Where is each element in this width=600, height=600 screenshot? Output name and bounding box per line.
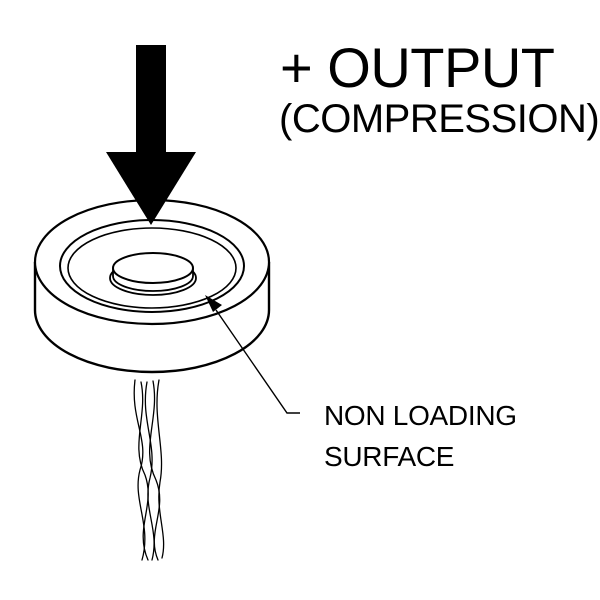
load-cell-icon [33, 198, 271, 374]
leader-arrow-icon [205, 295, 300, 414]
arrow-down-icon [106, 45, 196, 225]
twisted-wires-icon [133, 379, 165, 561]
callout-label-line1: NON LOADING [324, 400, 517, 431]
output-title: + OUTPUT [280, 36, 555, 99]
callout-label-line2: SURFACE [324, 441, 455, 472]
compression-subtitle: (COMPRESSION) [279, 97, 600, 141]
